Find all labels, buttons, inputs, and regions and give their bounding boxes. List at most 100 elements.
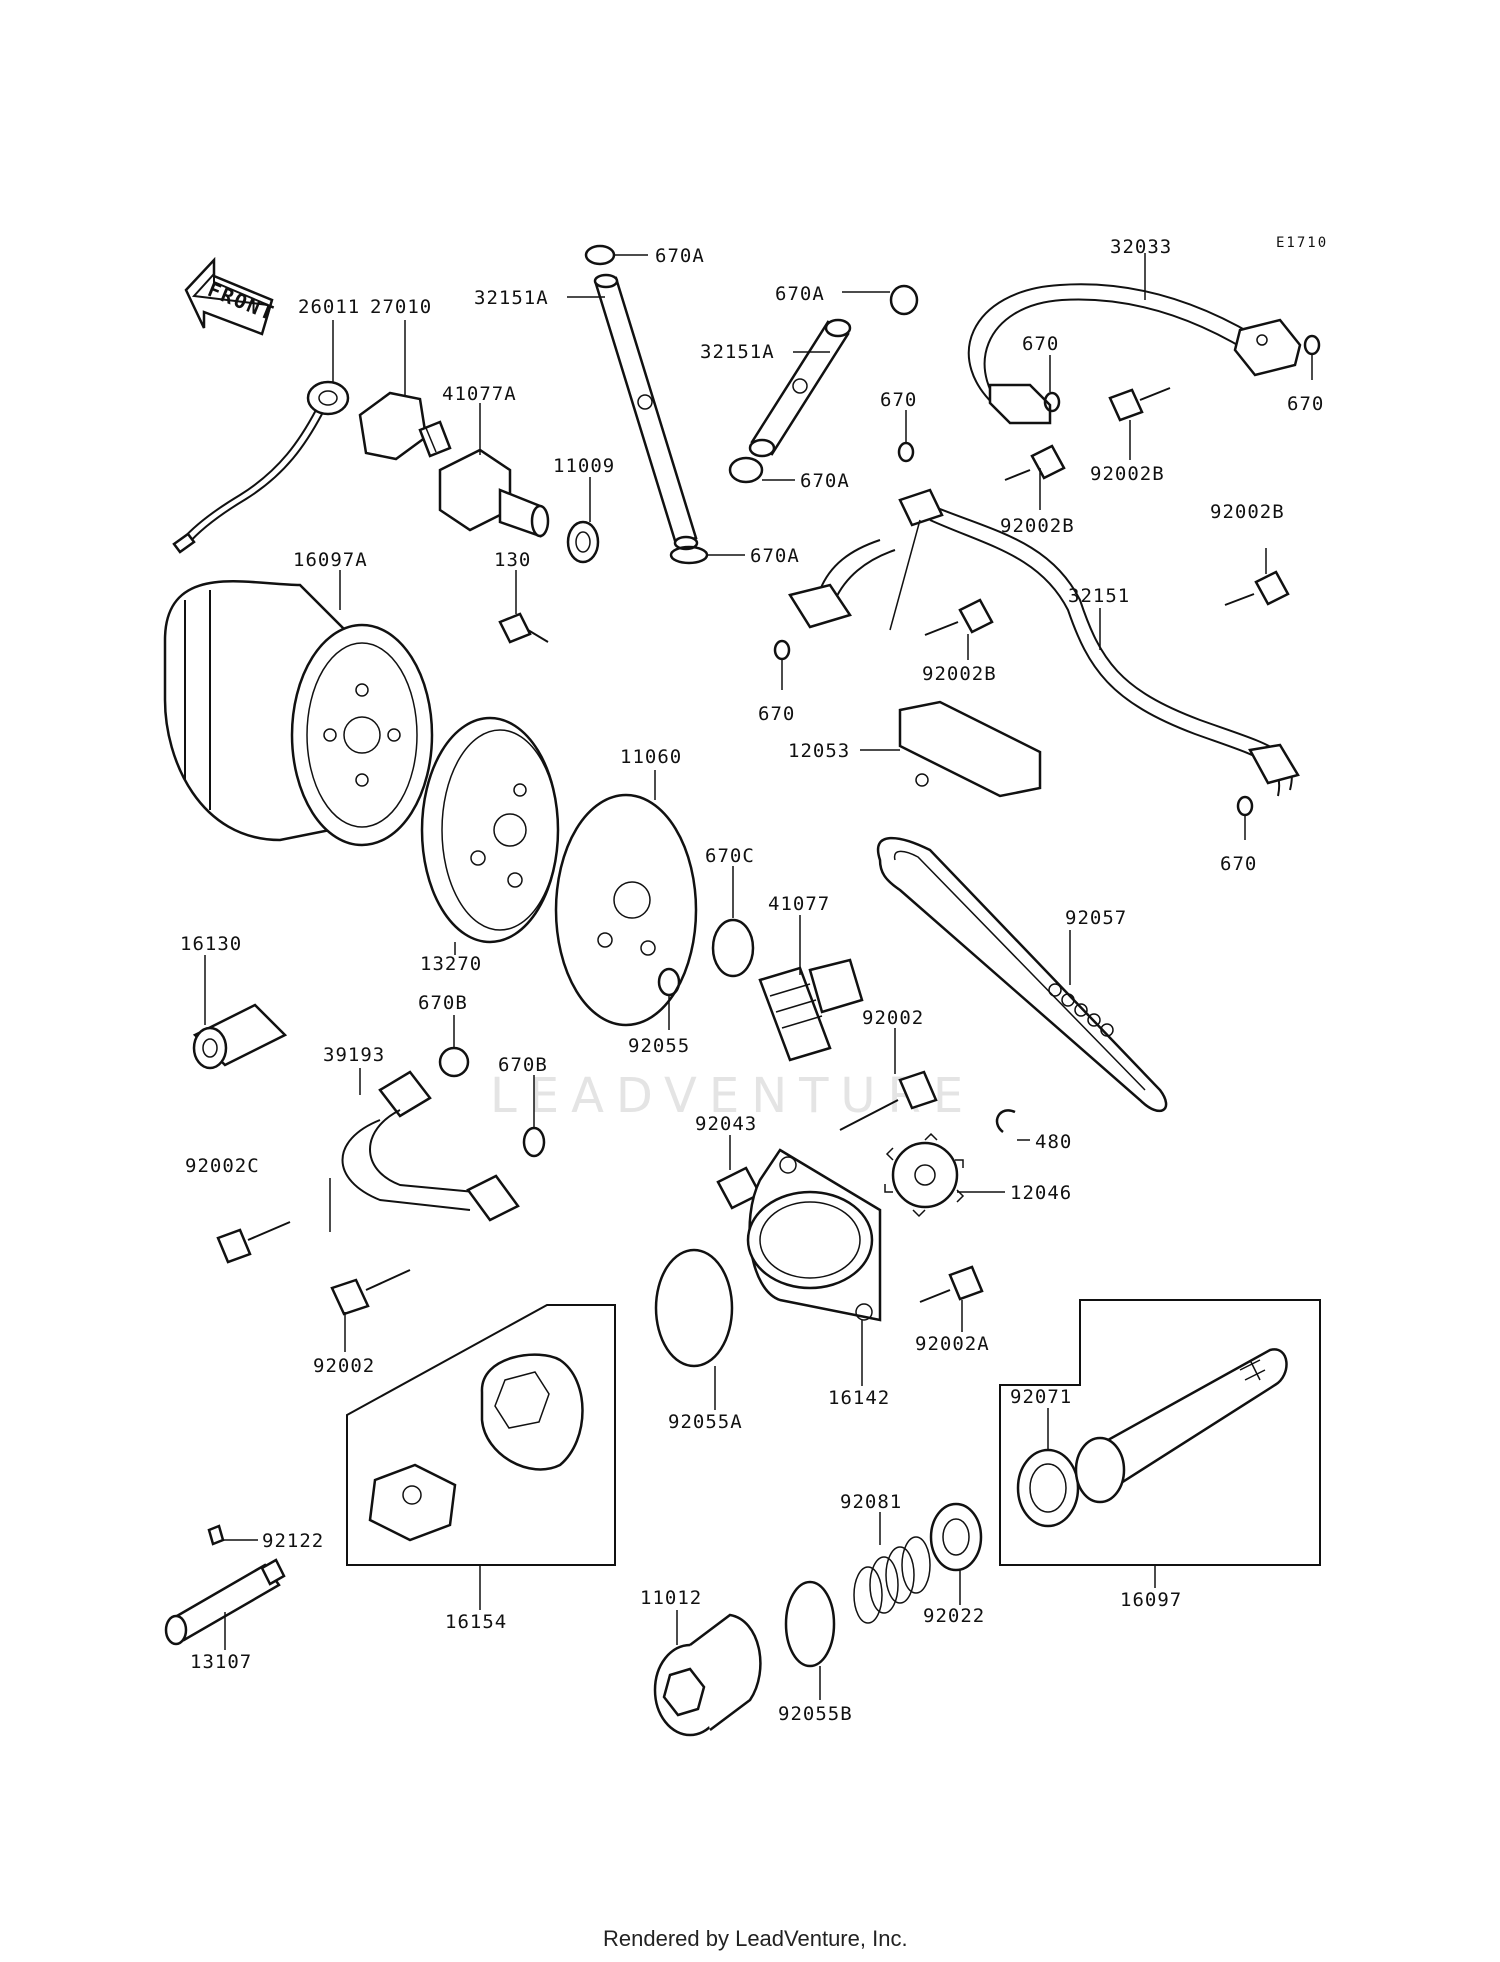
label-11060: 11060 <box>620 746 682 768</box>
bracket-12053-part <box>898 700 1042 798</box>
label-670-2: 670 <box>1287 393 1324 415</box>
label-92002-1: 92002 <box>862 1007 924 1029</box>
o-ring-670-5 <box>1236 795 1254 817</box>
watermark: LEADVENTURE <box>490 1068 975 1124</box>
circlip-480 <box>995 1109 1016 1133</box>
label-92055: 92055 <box>628 1035 690 1057</box>
oil-filter-16097a-part <box>163 580 434 847</box>
label-670-4: 670 <box>758 703 795 725</box>
bolt-92002a-part <box>919 1265 984 1303</box>
plug-11012-part <box>653 1613 762 1737</box>
label-92002b-2: 92002B <box>1000 515 1075 537</box>
pipe-39193-part <box>341 1070 520 1222</box>
label-480: 480 <box>1035 1131 1072 1153</box>
o-ring-670b-2 <box>522 1126 546 1158</box>
label-670a-4: 670A <box>750 545 800 567</box>
bolt-92002-mid-part <box>839 1070 938 1131</box>
part-16130 <box>192 1003 288 1070</box>
bolt-92002b-2 <box>1004 444 1066 481</box>
front-arrow-icon: FRONT <box>184 256 278 336</box>
label-12053: 12053 <box>788 740 850 762</box>
label-32151a-2: 32151A <box>700 341 775 363</box>
label-12046: 12046 <box>1010 1182 1072 1204</box>
label-16142: 16142 <box>828 1387 890 1409</box>
pin-92122-part <box>207 1524 225 1546</box>
o-ring-670b-1 <box>438 1046 470 1078</box>
label-92022: 92022 <box>923 1605 985 1627</box>
leader-lines <box>204 253 1313 1700</box>
o-ring-670-1 <box>1043 391 1061 413</box>
fitting-41077a-part <box>438 448 550 538</box>
shaft-13107-part <box>164 1558 286 1646</box>
label-32151a-1: 32151A <box>474 287 549 309</box>
plug-41077-part <box>758 958 864 1062</box>
o-ring-670-4 <box>773 639 791 661</box>
bolt-92002-left-part <box>330 1269 411 1316</box>
label-16097a: 16097A <box>293 549 368 571</box>
label-670b-2: 670B <box>498 1054 548 1076</box>
label-670b-1: 670B <box>418 992 468 1014</box>
pump-housing-16142-part <box>746 1148 882 1322</box>
label-16154: 16154 <box>445 1611 507 1633</box>
label-92081: 92081 <box>840 1491 902 1513</box>
label-16130: 16130 <box>180 933 242 955</box>
label-92002b-1: 92002B <box>1090 463 1165 485</box>
label-670c: 670C <box>705 845 755 867</box>
oil-pressure-switch-part <box>358 391 452 461</box>
label-41077: 41077 <box>768 893 830 915</box>
label-130: 130 <box>494 549 531 571</box>
spring-92081-part <box>853 1536 931 1624</box>
label-92002a: 92002A <box>915 1333 990 1355</box>
label-41077a: 41077A <box>442 383 517 405</box>
washer-92022-part <box>929 1502 983 1572</box>
label-11009: 11009 <box>553 455 615 477</box>
label-670a-2: 670A <box>775 283 825 305</box>
label-670-1: 670 <box>1022 333 1059 355</box>
label-11012: 11012 <box>640 1587 702 1609</box>
washer-11009-part <box>566 520 600 564</box>
o-ring-92055b <box>784 1580 836 1668</box>
label-39193: 39193 <box>323 1044 385 1066</box>
o-ring-670c <box>711 918 755 978</box>
bolt-92002b-3 <box>924 598 994 636</box>
bolt-92002b-4 <box>1224 570 1290 606</box>
bolt-92002c-part <box>216 1221 291 1264</box>
label-26011: 26011 <box>298 296 360 318</box>
part-labels: 26011 27010 41077A 11009 670A 32151A 670… <box>180 236 1324 1725</box>
footer-credit: Rendered by LeadVenture, Inc. <box>603 1926 908 1951</box>
pipe-32151a-long-part <box>593 273 699 551</box>
bolt-92002b-1 <box>1108 387 1171 422</box>
label-670a-1: 670A <box>655 245 705 267</box>
rotor-kit-16154-part <box>346 1304 616 1566</box>
label-92002b-4: 92002B <box>922 663 997 685</box>
gasket-11060-part <box>554 793 698 1027</box>
label-27010: 27010 <box>370 296 432 318</box>
label-92055a: 92055A <box>668 1411 743 1433</box>
label-32151: 32151 <box>1068 585 1130 607</box>
sensor-wire-part <box>172 380 350 554</box>
sprocket-12046-part <box>884 1132 965 1218</box>
label-670-5: 670 <box>1220 853 1257 875</box>
label-92043: 92043 <box>695 1113 757 1135</box>
label-92055b: 92055B <box>778 1703 853 1725</box>
label-92071: 92071 <box>1010 1386 1072 1408</box>
label-13107: 13107 <box>190 1651 252 1673</box>
label-92002c: 92002C <box>185 1155 260 1177</box>
label-13270: 13270 <box>420 953 482 975</box>
label-32033: 32033 <box>1110 236 1172 258</box>
o-ring-670a-1 <box>584 244 616 266</box>
label-670-3: 670 <box>880 389 917 411</box>
o-ring-670-3 <box>897 441 915 463</box>
chain-92057-part <box>876 836 1168 1112</box>
pipe-32151-part <box>788 488 1300 797</box>
diagram-code: E1710 <box>1276 235 1328 251</box>
o-ring-670a-3 <box>728 456 764 484</box>
label-670a-3: 670A <box>800 470 850 492</box>
chain-links <box>1048 983 1114 1037</box>
plate-13270-part <box>420 716 560 944</box>
pipe-32151a-short-part <box>748 318 852 458</box>
label-92002-2: 92002 <box>313 1355 375 1377</box>
o-ring-670-2 <box>1303 334 1321 356</box>
